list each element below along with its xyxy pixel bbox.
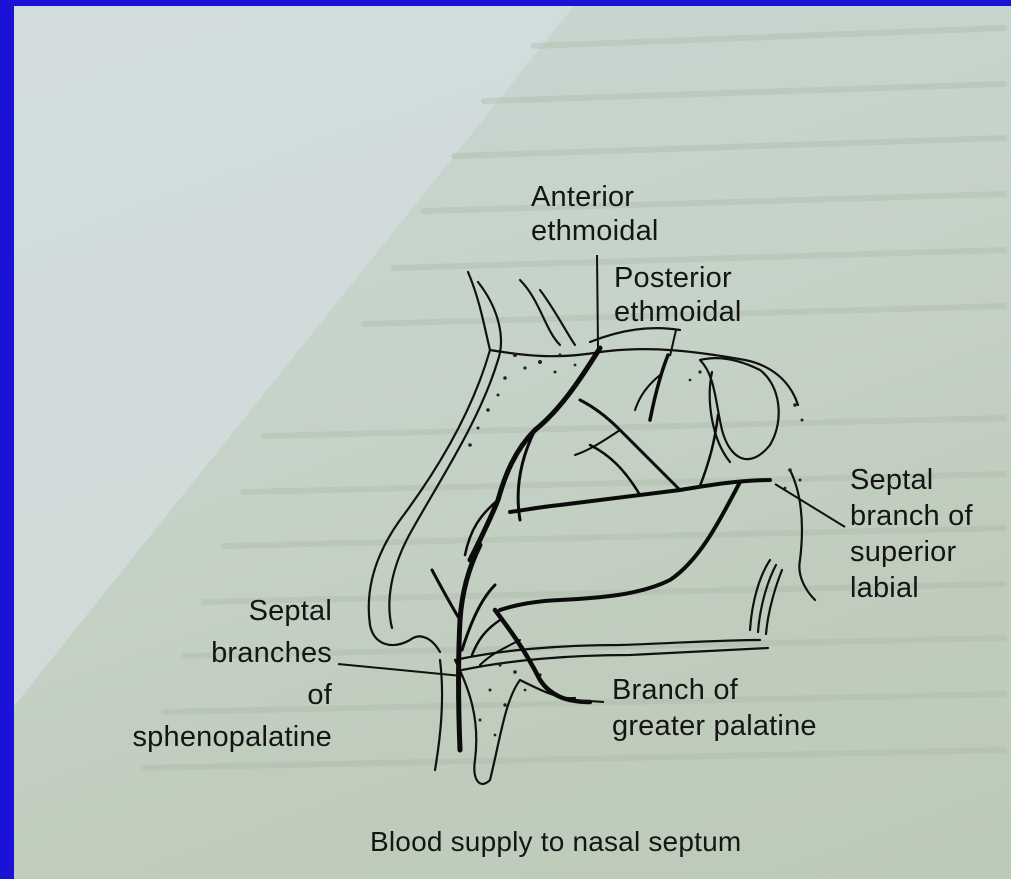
label-anterior-ethmoidal: Anterior ethmoidal [531, 180, 659, 248]
label-line: ethmoidal [531, 214, 659, 248]
label-line: branch of [850, 498, 973, 534]
label-line: Posterior [614, 261, 742, 295]
leader-anterior-ethmoidal [597, 255, 598, 348]
label-line: Anterior [531, 180, 659, 214]
label-line: greater palatine [612, 708, 817, 744]
label-line: branches [70, 632, 332, 674]
leader-superior-labial [775, 484, 845, 527]
leader-sphenopalatine [338, 664, 462, 676]
label-line: Septal [850, 462, 973, 498]
label-line: Septal [70, 590, 332, 632]
label-line: ethmoidal [614, 295, 742, 329]
label-line: of [70, 674, 332, 716]
label-posterior-ethmoidal: Posterior ethmoidal [614, 261, 742, 329]
figure-caption: Blood supply to nasal septum [370, 825, 741, 859]
label-line: labial [850, 570, 973, 606]
label-line: superior [850, 534, 973, 570]
label-line: sphenopalatine [70, 716, 332, 758]
label-septal-superior-labial: Septal branch of superior labial [850, 462, 973, 606]
leader-posterior-ethmoidal [670, 330, 676, 356]
label-line: Branch of [612, 672, 817, 708]
label-greater-palatine: Branch of greater palatine [612, 672, 817, 744]
label-septal-sphenopalatine: Septal branches of sphenopalatine [70, 590, 332, 758]
